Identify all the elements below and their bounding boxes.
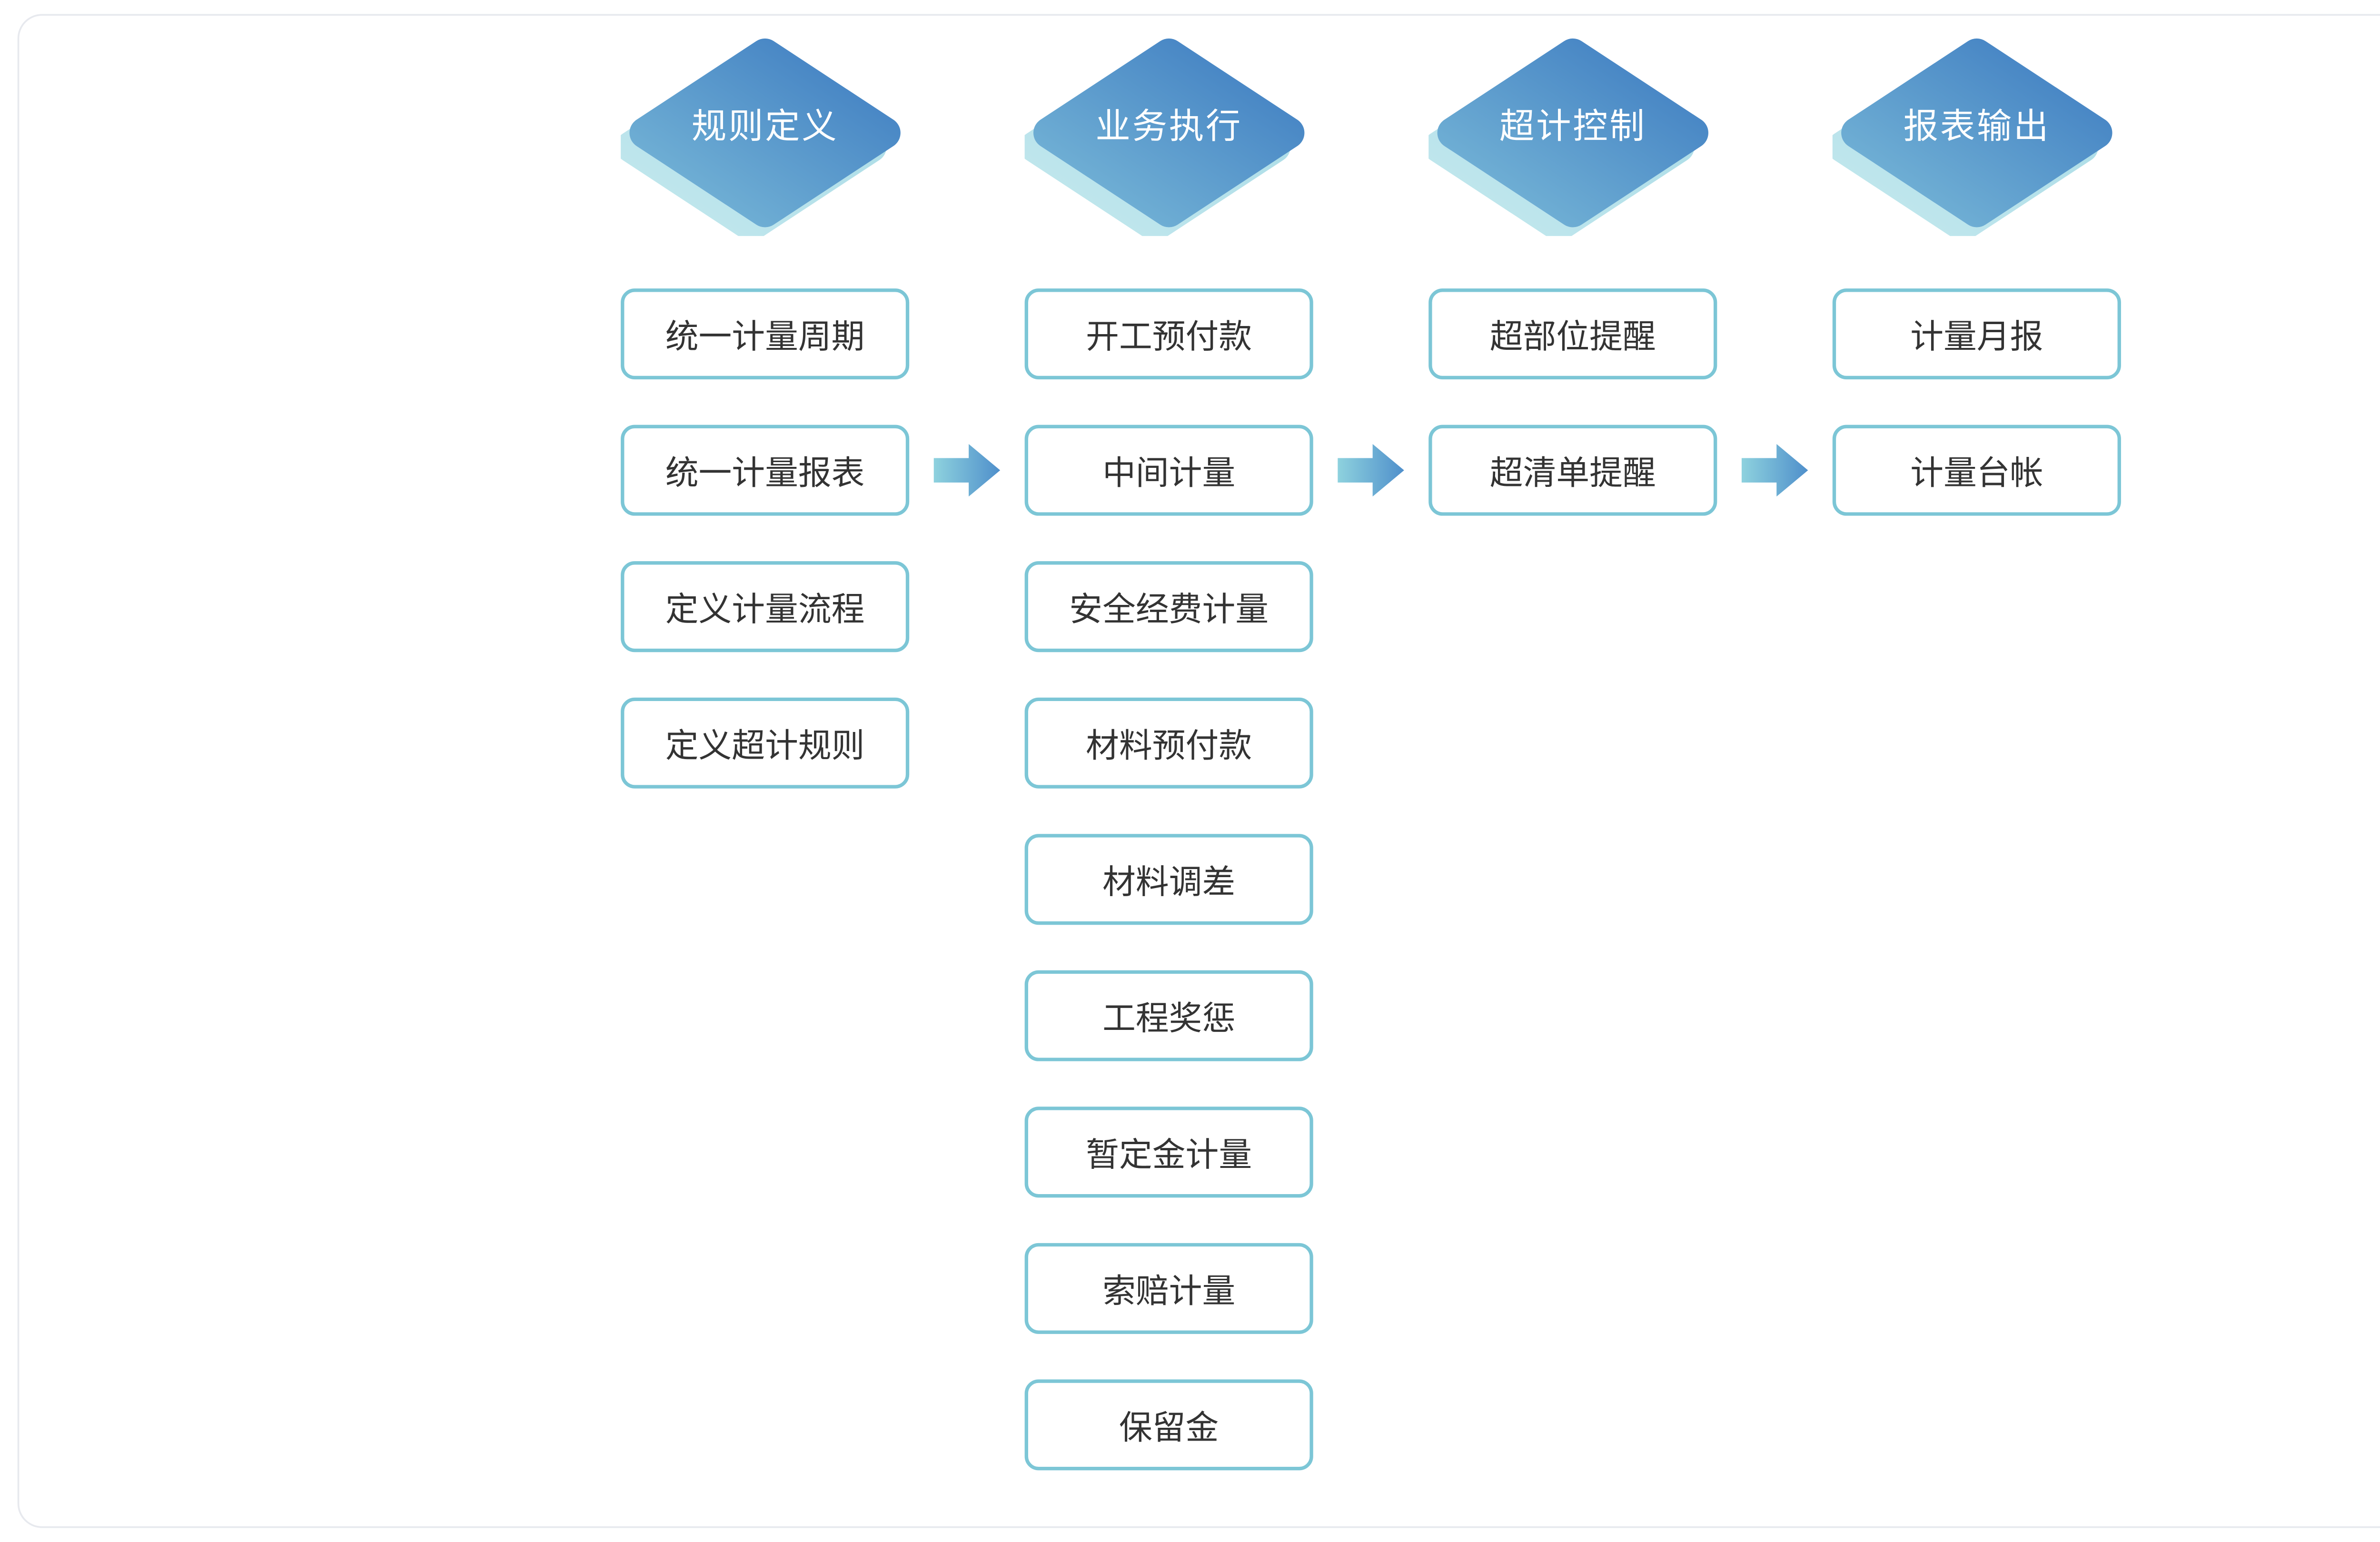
diamond-shape-icon [1832,38,2112,236]
flow-box: 保留金 [1024,1379,1313,1471]
stage-title: 报表输出 [1903,107,2051,146]
stage-diamond-business-execution: 业务执行 [1024,30,1313,236]
right-arrow-icon [1741,444,1808,497]
diagram-card: 规则定义 统一计量周期 统一计量报表 定义计量流程 定义超计规则 [17,14,2380,1528]
flow-box: 暂定金计量 [1024,1107,1313,1198]
stage-title: 业务执行 [1095,107,1243,146]
stage-diamond-rule-definition: 规则定义 [621,30,909,236]
flow-box: 定义超计规则 [621,697,910,789]
flow-box: 超清单提醒 [1428,425,1717,516]
flow-box: 工程奖惩 [1024,970,1313,1061]
flow-box: 索赔计量 [1024,1243,1313,1334]
diamond-shape-icon [1428,38,1708,236]
flow-box: 计量月报 [1832,288,2121,380]
right-arrow-icon [1338,444,1404,497]
stage-diamond-report-output: 报表输出 [1832,30,2121,236]
column-rule-definition: 规则定义 统一计量周期 统一计量报表 定义计量流程 定义超计规则 [621,30,910,834]
arrow-gap-2 [1313,30,1428,497]
flow-box: 超部位提醒 [1428,288,1717,380]
arrow-gap-3 [1717,30,1832,497]
column-business-execution: 业务执行 开工预付款 中间计量 安全经费计量 材料预付款 材料调差 工程奖惩 暂… [1024,30,1313,1515]
stage-title: 超计控制 [1499,107,1646,146]
flow-box: 定义计量流程 [621,561,910,652]
stage-diamond-over-measure-control: 超计控制 [1428,30,1717,236]
column-report-output: 报表输出 计量月报 计量台帐 [1832,30,2121,561]
flow-box: 材料预付款 [1024,697,1313,789]
flow-box: 安全经费计量 [1024,561,1313,652]
flow-box: 中间计量 [1024,425,1313,516]
flow-box: 统一计量周期 [621,288,910,380]
right-arrow-icon [933,444,1001,497]
flow-diagram: 规则定义 统一计量周期 统一计量报表 定义计量流程 定义超计规则 [19,30,2380,1515]
diamond-shape-icon [621,38,901,236]
flow-box: 材料调差 [1024,834,1313,925]
diamond-shape-icon [1024,38,1305,236]
flow-box: 计量台帐 [1832,425,2121,516]
stage-title: 规则定义 [691,107,839,146]
flow-box: 开工预付款 [1024,288,1313,380]
column-over-measure-control: 超计控制 超部位提醒 超清单提醒 [1428,30,1717,561]
flow-box: 统一计量报表 [621,425,910,516]
arrow-gap-1 [909,30,1024,497]
